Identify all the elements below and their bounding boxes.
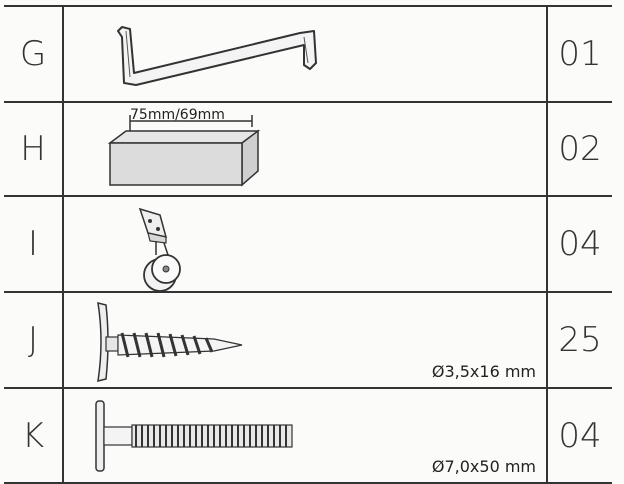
part-quantity: 02 [546, 103, 612, 195]
table-row-h: H 75mm/69mm 02 [4, 103, 612, 197]
part-image-hex-key [64, 7, 546, 101]
part-image-screw: Ø3,5x16 mm [64, 293, 546, 387]
part-quantity: 25 [546, 293, 612, 387]
part-letter: I [4, 197, 64, 291]
part-letter: K [4, 389, 64, 482]
block-dimension-label: 75mm/69mm [130, 107, 225, 123]
part-quantity: 01 [546, 7, 612, 101]
part-letter: H [4, 103, 64, 195]
table-row-k: K [4, 389, 612, 482]
part-image-block: 75mm/69mm [64, 103, 546, 195]
part-quantity: 04 [546, 197, 612, 291]
table-row-g: G 01 [4, 7, 612, 103]
block-icon [107, 115, 261, 187]
part-quantity: 04 [546, 389, 612, 482]
bolt-dimension-label: Ø7,0x50 mm [431, 457, 536, 476]
hex-key-icon [117, 26, 317, 86]
table-row-j: J Ø3,5x1 [4, 293, 612, 389]
table-row-i: I 04 [4, 197, 612, 293]
screw-dimension-label: Ø3,5x16 mm [431, 362, 536, 381]
part-letter: G [4, 7, 64, 101]
bolt-icon [95, 400, 293, 472]
part-image-bolt: Ø7,0x50 mm [64, 389, 546, 482]
wood-screw-icon [97, 301, 243, 383]
part-letter: J [4, 293, 64, 387]
part-image-caster [64, 197, 546, 291]
caster-wheel-icon [138, 207, 181, 291]
parts-table: G 01 H 75mm/69mm [4, 5, 612, 484]
